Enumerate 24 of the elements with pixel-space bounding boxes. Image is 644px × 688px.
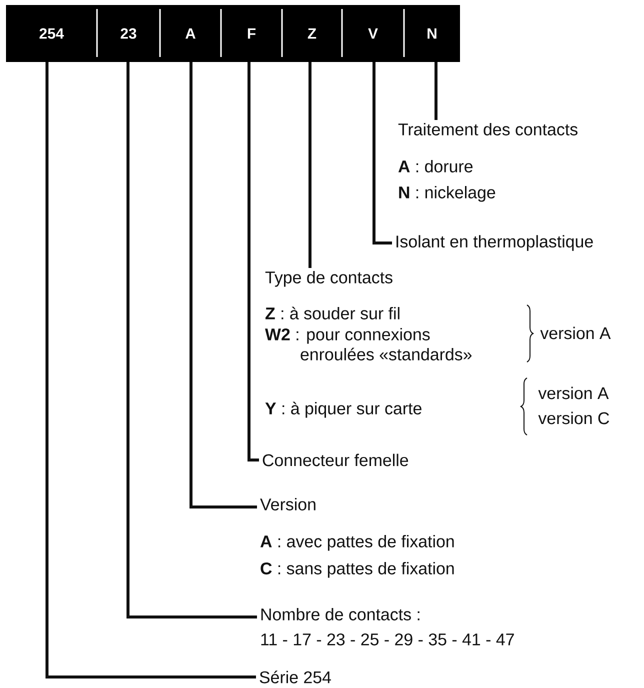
leader-line: [248, 62, 259, 462]
label-text: Connecteur femelle: [262, 454, 408, 466]
code-cell: A: [160, 5, 221, 62]
label-text: Isolant en thermoplastique: [396, 235, 593, 251]
description-text: Version A : avec pattes de fixation C : sans pattes de fixation: [260, 498, 454, 578]
leader-line: [372, 62, 392, 244]
leader-line: [46, 62, 256, 678]
description-text: Type de contacts Z : à souder sur fil W2 : pour connexions enroulées «standards» Y : à piquer sur carte: [265, 271, 472, 418]
brace-label: version A: [538, 386, 609, 400]
description-text: Nombre de contacts : 11 - 17 - 23 - 25 - 29 - 35 - 41 - 47: [261, 608, 514, 646]
code-cell: F: [221, 5, 282, 62]
leader-line: [126, 62, 257, 618]
brace-label: version A: [540, 326, 611, 340]
code-cell: V: [342, 5, 404, 62]
code-cell: 254: [6, 5, 97, 62]
description-text: Traitement des contacts A : dorure N : nickelage: [398, 123, 578, 202]
label-text: Série 254: [260, 670, 331, 684]
code-cell: Z: [282, 5, 342, 62]
brace-label: version C: [538, 412, 610, 424]
code-cell: 23: [97, 5, 160, 62]
leader-line: [190, 62, 257, 508]
leader-line: [434, 62, 438, 120]
code-cell: N: [404, 5, 460, 62]
leader-line: [308, 62, 312, 268]
